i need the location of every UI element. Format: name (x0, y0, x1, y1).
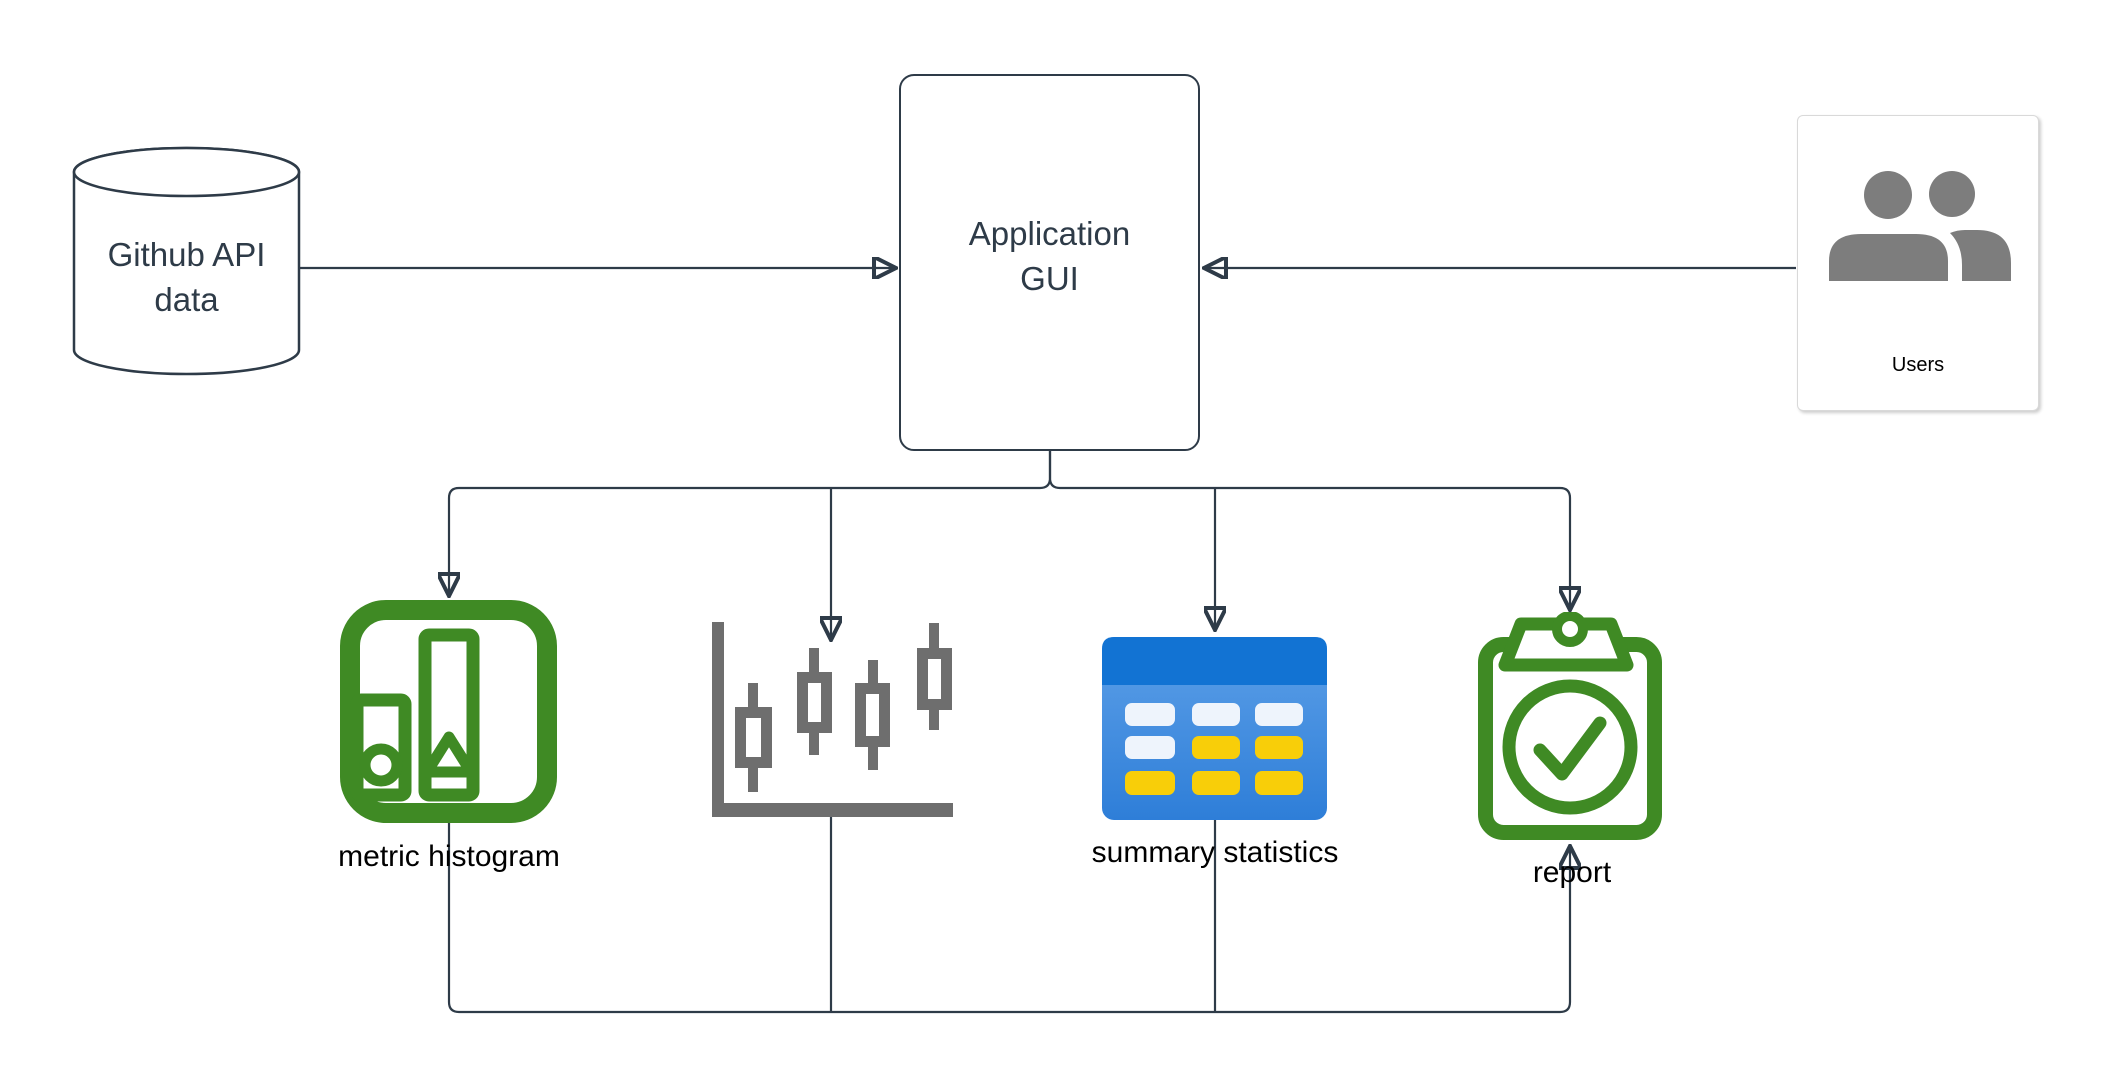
histogram-icon (340, 600, 557, 823)
node-candlestick-chart (705, 615, 960, 820)
edge-gui-to-histogram (449, 451, 1052, 596)
summary-statistics-label: summary statistics (1091, 836, 1339, 869)
clipboard-check-icon (1478, 611, 1662, 840)
node-summary-statistics (1102, 637, 1327, 820)
metric-histogram-label: metric histogram (338, 840, 560, 873)
users-icon (1829, 171, 2011, 281)
node-report (1478, 611, 1662, 844)
github-api-data-label: Github API data (107, 236, 266, 318)
candlestick-chart-icon (712, 622, 953, 817)
database-icon (72, 146, 301, 376)
users-label: Users (1891, 354, 1945, 376)
node-metric-histogram (340, 600, 557, 823)
application-gui-label: Application GUI (968, 214, 1131, 297)
edge-histogram-to-report-bus (447, 823, 1570, 1014)
node-github-api-data: Github API data (72, 146, 301, 376)
node-application-gui: Application GUI (899, 74, 1200, 451)
node-users: Users (1797, 115, 2039, 411)
edge-gui-to-report (1048, 451, 1570, 610)
report-label: report (1532, 856, 1612, 889)
table-icon (1102, 637, 1327, 820)
